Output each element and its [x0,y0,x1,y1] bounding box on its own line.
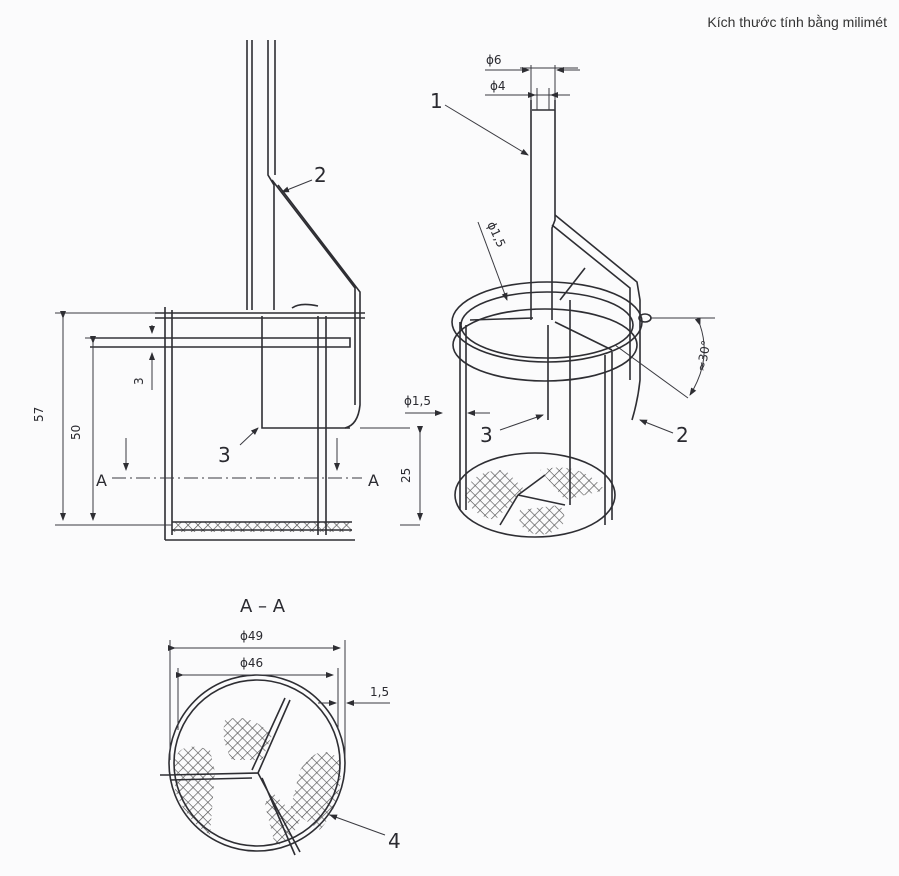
side-view: 57 50 3 25 A A 3 2 [32,40,423,541]
callout-2-side: 2 [314,163,327,187]
section-view: A – A ϕ49 ϕ46 1,5 4 [160,596,401,856]
dim-3: 3 [132,377,146,385]
dim-25: 25 [399,468,413,483]
callout-3-perspective: 3 [480,423,493,447]
dim-phi49: ϕ49 [240,629,263,643]
perspective-mesh [465,467,605,535]
dim-angle-30: ≈30° [694,339,713,372]
callout-3-side: 3 [218,443,231,467]
units-caption: Kích thước tính bằng milimét [707,14,887,30]
section-mark-left: A [96,471,107,490]
callout-4: 4 [388,829,401,853]
basket-frame [90,303,365,541]
dim-phi6: ϕ6 [486,53,502,67]
callout-1: 1 [430,89,443,113]
stem-perspective [530,100,556,320]
dim-gap-15: 1,5 [370,685,389,699]
section-title: A – A [240,596,286,617]
stem [246,40,276,310]
callout-2-perspective: 2 [676,423,689,447]
section-mesh [175,717,341,845]
dim-57: 57 [32,407,46,422]
basket-bottom-ring [454,452,616,538]
dim-phi46: ϕ46 [240,656,263,670]
dim-phi4: ϕ4 [490,79,506,93]
perspective-view: ϕ6 ϕ4 1 ϕ1,5 ≈30° ϕ1,5 3 2 [404,53,715,538]
dim-50: 50 [69,425,83,440]
section-mark-right: A [368,471,379,490]
bracket-2 [271,179,361,429]
dim-phi15-ring: ϕ1,5 [484,219,508,249]
dim-phi15-wire: ϕ1,5 [404,394,431,408]
